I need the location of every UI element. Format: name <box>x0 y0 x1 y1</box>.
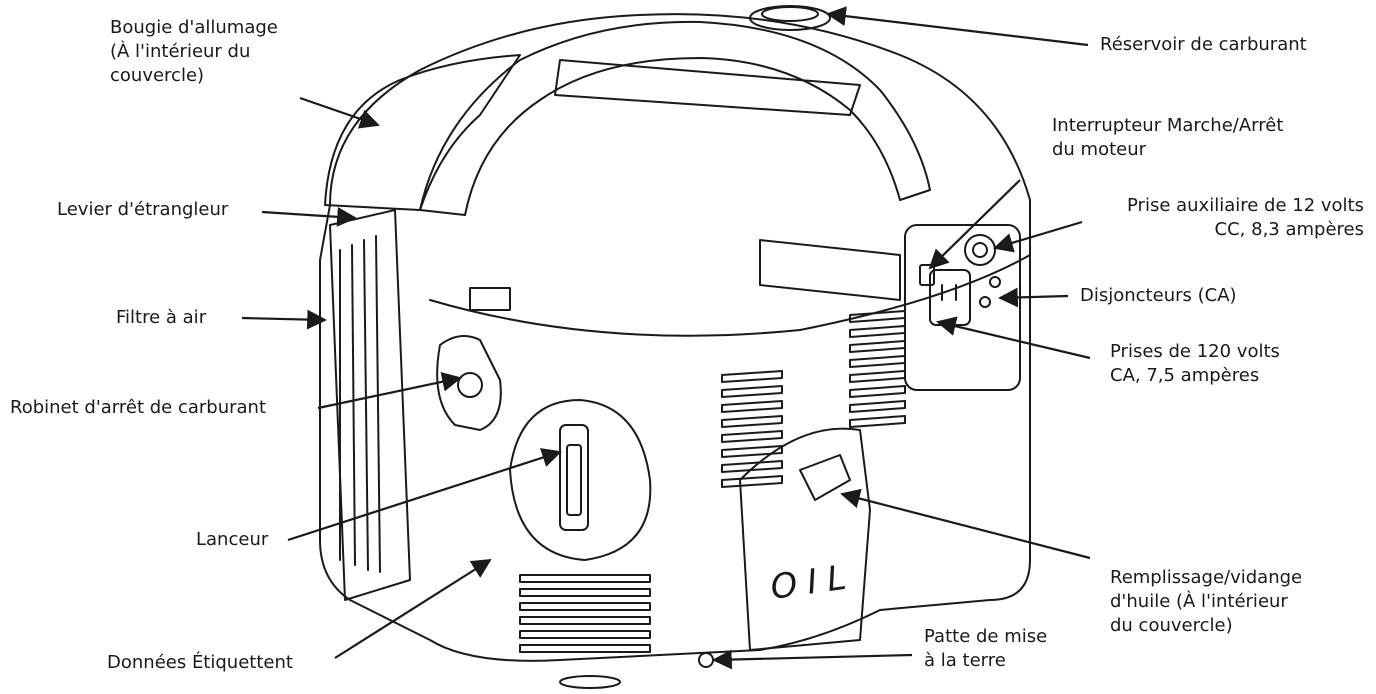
louver-slat <box>519 588 651 597</box>
louver-slat <box>849 415 906 428</box>
label-fuel-tank: Réservoir de carburant <box>1100 34 1307 55</box>
louver-slat <box>519 574 651 583</box>
oil-cover-text: OIL <box>768 556 858 608</box>
starter-recess <box>509 399 652 561</box>
ground-lug <box>698 652 714 668</box>
side-panel-seam <box>429 254 1031 337</box>
louver-slat <box>519 602 651 611</box>
louver-slat <box>721 415 783 428</box>
arrow-spark-plug <box>299 96 380 129</box>
spark-plug-cover <box>324 54 521 211</box>
louver-slat <box>721 460 783 473</box>
louver-slat <box>721 430 783 443</box>
label-ac-outlets: Prises de 120 volts CA, 7,5 ampères <box>1110 341 1280 386</box>
louver-slat <box>849 400 906 413</box>
louver-slat <box>519 644 651 653</box>
louver-slat <box>519 616 651 625</box>
arrow-ac-outlets <box>936 316 1091 360</box>
control-panel <box>904 224 1021 391</box>
label-spark-plug: Bougie d'allumage (À l'intérieur du couv… <box>110 17 278 86</box>
fuel-valve-recess <box>436 335 502 431</box>
louver-slat <box>849 325 906 338</box>
arrow-choke-lever <box>261 206 357 227</box>
louver-slat <box>849 370 906 383</box>
end-frame <box>329 209 411 601</box>
label-choke-lever: Levier d'étrangleur <box>57 199 229 220</box>
arrow-air-filter <box>241 309 327 330</box>
arrow-breakers <box>998 287 1069 308</box>
louver-slat <box>849 340 906 353</box>
louvers-bottom <box>519 574 651 653</box>
breaker-2 <box>979 296 991 308</box>
aux-outlet-socket <box>964 234 996 266</box>
label-aux-outlet: Prise auxiliaire de 12 volts CC, 8,3 amp… <box>1127 195 1364 240</box>
arrow-engine-switch <box>928 179 1021 270</box>
label-engine-switch: Interrupteur Marche/Arrêt du moteur <box>1052 115 1284 160</box>
label-fuel-valve: Robinet d'arrêt de carburant <box>10 397 267 418</box>
label-breakers: Disjoncteurs (CA) <box>1080 285 1237 306</box>
label-ground-lug: Patte de mise à la terre <box>924 626 1048 671</box>
arrow-aux-outlet <box>993 220 1083 253</box>
louvers-left <box>721 370 783 488</box>
louver-slat <box>849 355 906 368</box>
louver-slat <box>721 400 783 413</box>
louver-slat <box>721 385 783 398</box>
arrow-oil-fill <box>840 488 1091 560</box>
label-data-label: Données Étiquettent <box>107 652 293 673</box>
oil-cover <box>739 427 871 651</box>
arrow-starter <box>287 448 562 542</box>
arrow-fuel-tank <box>826 6 1089 47</box>
arrow-data-label <box>334 558 492 659</box>
arrow-fuel-valve <box>317 371 462 410</box>
label-oil-fill: Remplissage/vidange d'huile (À l'intérie… <box>1110 567 1303 636</box>
data-label-plate <box>759 239 901 301</box>
label-air-filter: Filtre à air <box>116 307 207 328</box>
starter-handle <box>559 424 589 531</box>
breaker-1 <box>989 276 1001 288</box>
louver-slat <box>721 445 783 458</box>
louver-slat <box>849 385 906 398</box>
louver-slat <box>519 630 651 639</box>
generator-body-outline <box>319 13 1031 662</box>
louver-slat <box>721 370 783 383</box>
fuel-cap <box>749 5 831 31</box>
ac-outlet <box>929 269 971 326</box>
carry-handle <box>419 20 931 216</box>
louver-slat <box>721 475 783 488</box>
label-starter: Lanceur <box>196 529 269 550</box>
engine-switch-body <box>919 264 935 286</box>
handle-grip <box>554 59 861 116</box>
louvers-mid <box>849 310 906 428</box>
arrow-ground-lug <box>712 649 913 670</box>
